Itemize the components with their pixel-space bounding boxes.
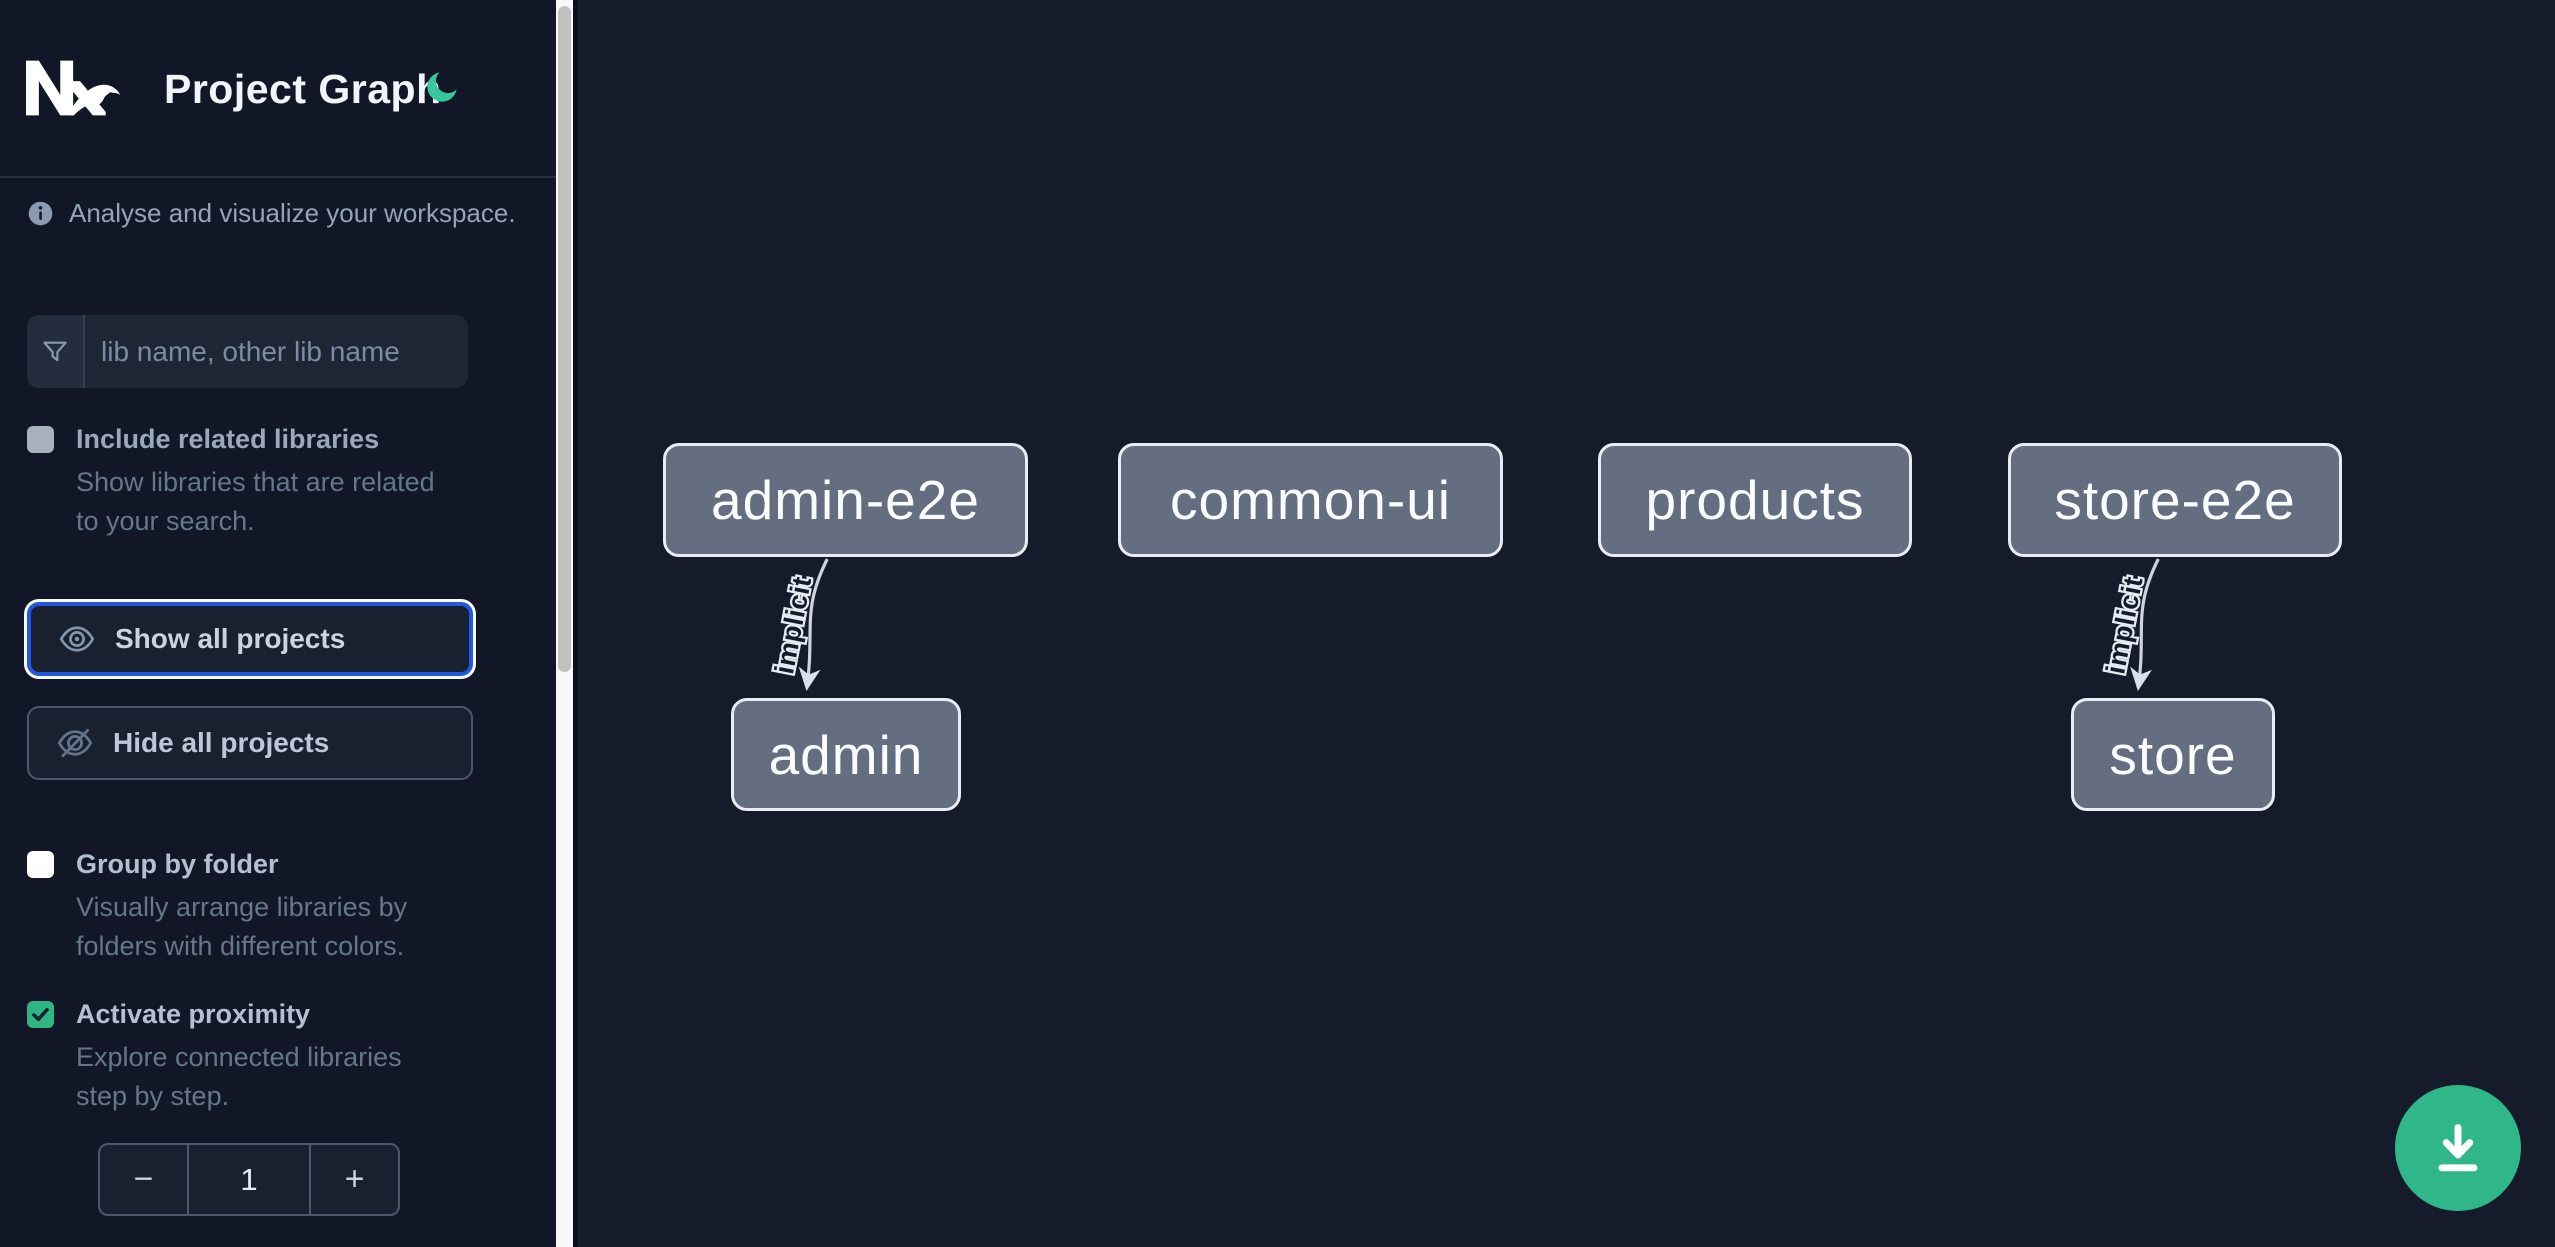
search-box [27,315,468,388]
checkbox-label: Activate proximity [76,999,311,1029]
button-label: Show all projects [115,623,346,654]
eye-icon [59,626,95,652]
checkbox-description: Explore connected libraries step by step… [76,1042,402,1111]
download-icon [2438,1124,2478,1172]
filter-funnel-icon [27,315,85,388]
check-icon [32,1007,49,1022]
graph-node-store-e2e[interactable]: store-e2e [2008,443,2342,557]
checkbox-row-include-related: Include related libraries Show libraries… [27,423,457,541]
save-graph-image-button[interactable] [2395,1085,2521,1211]
sidebar-divider [573,0,578,1247]
scrollbar-thumb[interactable] [558,6,571,672]
graph-node-admin-e2e[interactable]: admin-e2e [663,443,1028,557]
hide-all-projects-button[interactable]: Hide all projects [27,706,473,780]
checkbox-description: Visually arrange libraries by folders wi… [76,892,408,961]
edge-store-e2e-to-store [2130,558,2160,691]
moon-icon [427,71,457,102]
graph-node-common-ui[interactable]: common-ui [1118,443,1503,557]
graph-node-admin[interactable]: admin [731,698,961,811]
increment-button[interactable]: + [311,1145,398,1214]
eye-slash-icon [57,728,93,758]
group-by-folder-checkbox[interactable] [27,851,54,878]
graph-node-products[interactable]: products [1598,443,1912,557]
info-text: Analyse and visualize your workspace. [69,198,516,228]
info-icon [28,201,53,226]
proximity-depth-stepper: − 1 + [98,1143,400,1216]
theme-toggle-button[interactable] [420,66,464,110]
graph-node-store[interactable]: store [2071,698,2275,811]
checkbox-description: Show libraries that are related to your … [76,467,435,536]
sidebar: Project Graph Analyse and visualize your… [0,0,556,1247]
decrement-button[interactable]: − [100,1145,187,1214]
include-related-checkbox[interactable] [27,426,54,453]
search-input[interactable] [85,315,468,388]
page-title: Project Graph [164,66,442,112]
checkbox-label: Include related libraries [76,424,380,454]
nx-logo [26,60,121,116]
show-all-projects-button[interactable]: Show all projects [27,602,473,676]
sidebar-scrollbar [556,0,573,1247]
edge-admin-e2e-to-admin [798,558,829,691]
workspace-info: Analyse and visualize your workspace. [27,198,516,229]
checkbox-label: Group by folder [76,849,279,879]
checkbox-row-group-by-folder: Group by folder Visually arrange librari… [27,848,457,966]
checkbox-row-activate-proximity: Activate proximity Explore connected lib… [27,998,457,1116]
sidebar-header: Project Graph [0,0,556,178]
button-label: Hide all projects [113,727,330,758]
activate-proximity-checkbox[interactable] [27,1001,54,1028]
stepper-value: 1 [187,1145,311,1214]
